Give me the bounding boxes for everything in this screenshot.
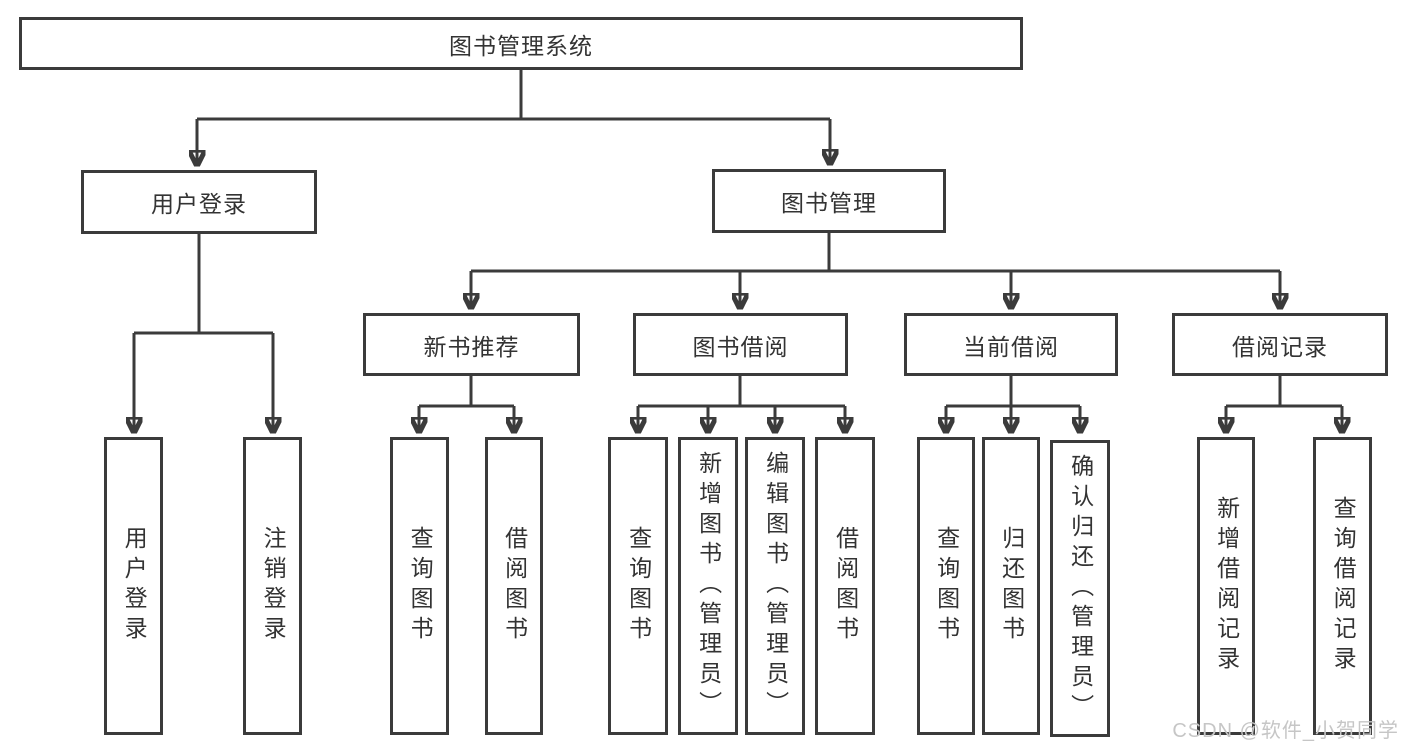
connector-book-borrow-stem: [638, 376, 845, 408]
leaf-confirm-return-admin: 确认归还（管理员）: [1050, 440, 1110, 737]
leaf-query-books-2: 查询图书: [608, 437, 668, 735]
leaf-borrow-books-1: 借阅图书: [485, 437, 543, 735]
leaf-label: 借阅图书: [501, 526, 528, 646]
leaf-edit-books-admin: 编辑图书（管理员）: [745, 437, 805, 735]
leaf-add-borrow-record: 新增借阅记录: [1197, 437, 1255, 735]
leaf-query-borrow-record: 查询借阅记录: [1313, 437, 1372, 735]
node-label: 新书推荐: [423, 333, 520, 360]
connector-new-book-stem: [419, 376, 514, 408]
node-new-book-recommend: 新书推荐: [363, 313, 580, 376]
leaf-label: 查询图书: [407, 526, 434, 646]
leaf-label: 借阅图书: [832, 526, 859, 646]
leaf-label: 查询图书: [625, 526, 652, 646]
leaf-query-books-3: 查询图书: [917, 437, 975, 735]
node-book-borrowing: 图书借阅: [633, 313, 848, 376]
csdn-watermark: CSDN @软件_小贺同学: [1172, 720, 1399, 742]
leaf-label: 查询借阅记录: [1330, 496, 1357, 676]
leaf-return-books: 归还图书: [982, 437, 1040, 735]
node-label: 用户登录: [151, 191, 247, 217]
node-library-management-system: 图书管理系统: [19, 17, 1023, 70]
node-label: 图书管理系统: [449, 32, 593, 59]
node-borrowing-records: 借阅记录: [1172, 313, 1388, 376]
leaf-label: 编辑图书（管理员）: [762, 451, 789, 721]
leaf-logout: 注销登录: [243, 437, 302, 735]
leaf-label: 注销登录: [260, 526, 287, 646]
connector-book-mgmt-stem: [471, 233, 1280, 273]
node-label: 图书借阅: [692, 333, 789, 360]
node-label: 当前借阅: [963, 333, 1059, 360]
connector-user-login-stem: [134, 234, 273, 335]
node-user-login: 用户登录: [81, 170, 317, 234]
leaf-label: 查询图书: [933, 526, 960, 646]
leaf-add-books-admin: 新增图书（管理员）: [678, 437, 738, 735]
leaf-borrow-books-2: 借阅图书: [815, 437, 875, 735]
node-label: 图书管理: [781, 190, 877, 216]
node-label: 借阅记录: [1232, 333, 1328, 360]
node-book-management: 图书管理: [712, 169, 946, 233]
connector-current-borrow-stem: [946, 376, 1080, 408]
leaf-query-books-1: 查询图书: [390, 437, 449, 735]
leaf-label: 确认归还（管理员）: [1067, 453, 1094, 724]
leaf-user-login: 用户登录: [104, 437, 163, 735]
connector-root-stem: [197, 70, 830, 121]
leaf-label: 归还图书: [998, 526, 1025, 646]
leaf-label: 新增图书（管理员）: [695, 451, 722, 721]
leaf-label: 用户登录: [121, 526, 148, 646]
node-current-borrowing: 当前借阅: [904, 313, 1118, 376]
connector-borrow-record-stem: [1226, 376, 1342, 408]
leaf-label: 新增借阅记录: [1213, 496, 1240, 676]
